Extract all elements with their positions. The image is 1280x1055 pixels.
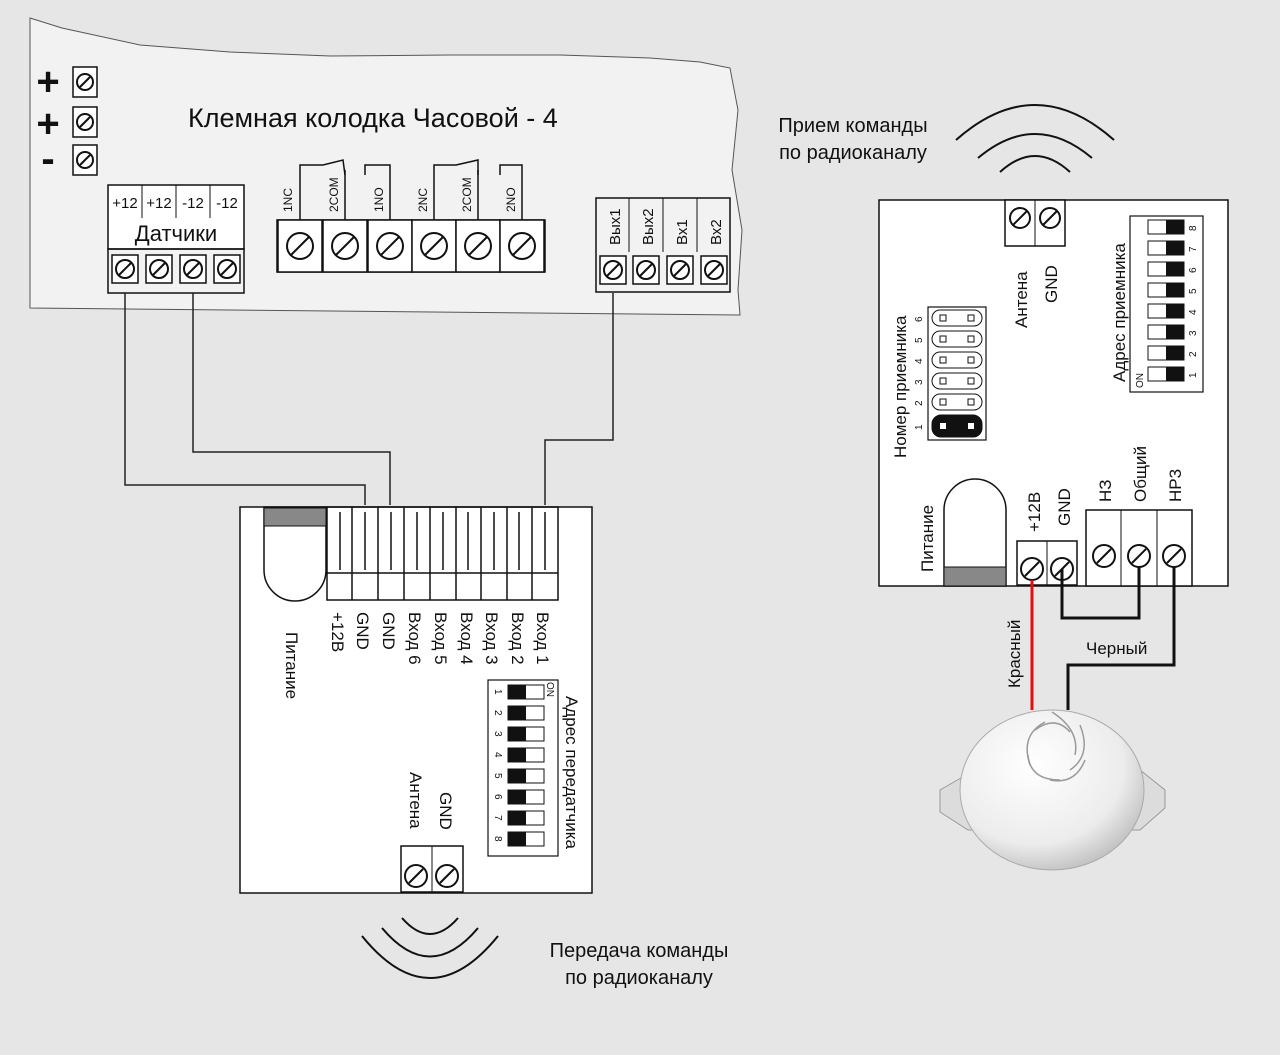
rx-jumper-number-4: 4 — [914, 358, 925, 364]
rx-jumper-number-3: 3 — [914, 379, 925, 385]
rx-antenna-gnd-label: GND — [1042, 265, 1061, 303]
tx-terminal-input-3: Вход 3 — [482, 612, 501, 665]
relay-terminal-block — [276, 219, 546, 273]
black-wire — [1066, 567, 1176, 710]
receiver-power-connector — [943, 478, 1007, 587]
relay-label-1nc: 1NC — [281, 188, 295, 212]
rx-relay-nc-label: НЗ — [1096, 479, 1115, 502]
rx-relay-common-label: Общий — [1131, 446, 1150, 502]
receiver-dip-switch — [1129, 215, 1204, 393]
rx-terminal-gnd: GND — [1055, 488, 1074, 526]
power-plus-sign-1: + — [36, 60, 59, 104]
rx-jumper-number-2: 2 — [914, 400, 925, 406]
transmitter-dip-switch — [487, 679, 559, 857]
rx-jumper-number-5: 5 — [914, 337, 925, 343]
receiver-antenna-terminals — [1004, 199, 1066, 247]
sensor-terminal-label-4: -12 — [216, 195, 238, 212]
tx-address-label: Адрес передатчика — [562, 696, 581, 850]
rx-jumper-number-1: 1 — [914, 424, 925, 430]
tx-dip-number-3: 3 — [492, 731, 503, 737]
tx-terminal-input-6: Вход 6 — [405, 612, 424, 665]
rx-relay-no-label: НР3 — [1166, 469, 1185, 502]
tx-terminal-input-5: Вход 5 — [431, 612, 450, 665]
sensors-terminal-block — [107, 184, 245, 294]
tx-dip-number-6: 6 — [492, 794, 503, 800]
rx-dip-number-7: 7 — [1188, 246, 1199, 252]
relay-label-2com-a: 2COM — [327, 177, 341, 212]
tx-terminal-input-4: Вход 4 — [457, 612, 476, 665]
power-terminal-block — [72, 66, 98, 176]
receiver-radio-waves-icon — [955, 104, 1115, 173]
io-label-in1: Вх1 — [674, 219, 691, 245]
tx-dip-number-8: 8 — [492, 836, 503, 842]
rx-jumper-number-6: 6 — [914, 316, 925, 322]
tx-terminal-input-2: Вход 2 — [508, 612, 527, 665]
tx-caption-line-2: по радиоканалу — [565, 967, 713, 989]
tx-dip-number-7: 7 — [492, 815, 503, 821]
rx-caption-line-1: Прием команды — [778, 115, 927, 137]
siren-icon — [939, 709, 1166, 871]
receiver-power-terminals — [1016, 540, 1078, 586]
rx-terminal-12v: +12В — [1025, 492, 1044, 532]
tx-terminal-input-1: Вход 1 — [533, 612, 552, 665]
power-plus-sign-2: + — [36, 102, 59, 146]
tx-dip-number-4: 4 — [492, 752, 503, 758]
sensor-terminal-label-1: +12 — [112, 195, 137, 212]
power-minus-sign: - — [41, 137, 54, 181]
relay-label-2nc: 2NC — [416, 188, 430, 212]
relay-label-1no: 1NO — [372, 187, 386, 212]
io-terminal-block — [595, 197, 731, 293]
sensor-terminal-label-2: +12 — [146, 195, 171, 212]
tx-antenna-gnd-label: GND — [436, 792, 455, 830]
gnd-to-common-jumper-wire — [1060, 567, 1141, 620]
tx-antenna-label: Антена — [406, 772, 425, 829]
rx-dip-number-6: 6 — [1188, 267, 1199, 273]
relay-label-2com-b: 2COM — [460, 177, 474, 212]
sensors-group-label: Датчики — [135, 221, 217, 246]
transmitter-radio-waves-icon — [361, 917, 499, 979]
transmitter-power-label: Питание — [282, 632, 301, 699]
io-label-out1: Вых1 — [607, 208, 624, 245]
tx-dip-number-2: 2 — [492, 710, 503, 716]
rx-power-label: Питание — [918, 505, 937, 572]
rx-dip-number-5: 5 — [1188, 288, 1199, 294]
relay-contact-symbols — [299, 159, 523, 220]
transmitter-terminal-block — [326, 506, 559, 601]
panel-title: Клемная колодка Часовой - 4 — [188, 103, 558, 133]
rx-dip-number-4: 4 — [1188, 309, 1199, 315]
panel-to-transmitter-wires — [124, 293, 614, 505]
tx-dip-on-label: ON — [544, 682, 555, 697]
tx-terminal-gnd-2: GND — [379, 612, 398, 650]
rx-dip-number-1: 1 — [1188, 372, 1199, 378]
rx-antenna-label: Антена — [1012, 271, 1031, 328]
rx-caption-line-2: по радиоканалу — [779, 142, 927, 164]
transmitter-antenna-terminals — [400, 845, 464, 893]
sensor-terminal-label-3: -12 — [182, 195, 204, 212]
relay-label-2no: 2NO — [504, 187, 518, 212]
tx-terminal-gnd-1: GND — [353, 612, 372, 650]
rx-dip-number-8: 8 — [1188, 225, 1199, 231]
tx-dip-number-1: 1 — [492, 689, 503, 695]
transmitter-power-connector — [263, 506, 327, 602]
rx-dip-number-2: 2 — [1188, 351, 1199, 357]
tx-dip-number-5: 5 — [492, 773, 503, 779]
tx-caption-line-1: Передача команды — [550, 940, 729, 962]
red-wire-label: Красный — [1005, 620, 1024, 688]
rx-dip-number-3: 3 — [1188, 330, 1199, 336]
rx-dip-on-label: ON — [1135, 373, 1146, 388]
io-label-in2: Вх2 — [708, 219, 725, 245]
black-wire-label: Черный — [1086, 639, 1147, 658]
rx-address-label: Адрес приемника — [1110, 243, 1129, 382]
receiver-number-jumpers — [927, 306, 987, 441]
io-label-out2: Вых2 — [640, 208, 657, 245]
tx-terminal-12v: +12В — [328, 612, 347, 652]
rx-number-label: Номер приемника — [891, 315, 910, 458]
